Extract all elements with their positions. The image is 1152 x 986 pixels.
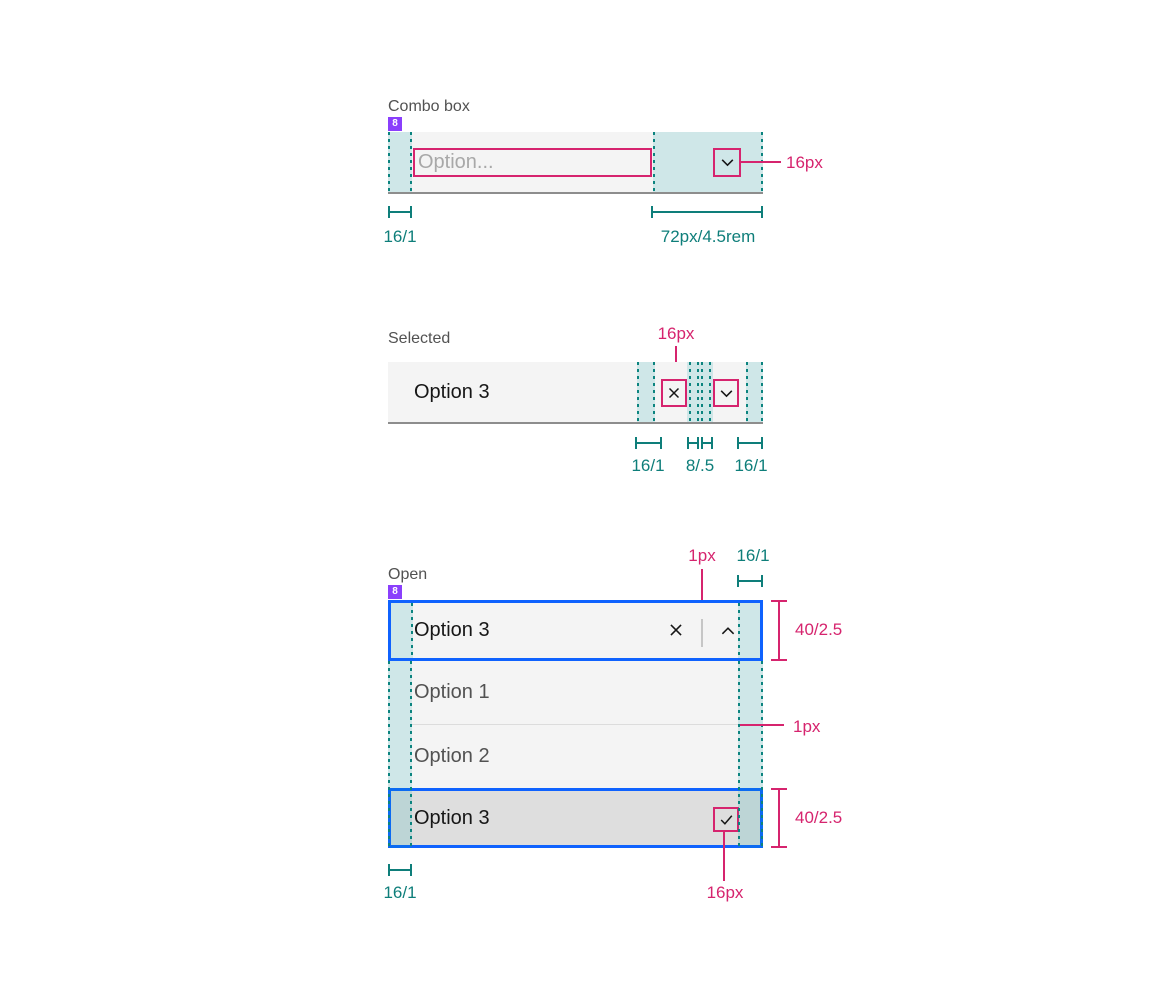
icon-size-annotation: 16px	[786, 153, 823, 172]
spacing-token-badge: 8	[388, 117, 402, 131]
spacing-annotation: 8/.5	[685, 456, 715, 475]
checkmark-measure-box	[713, 807, 739, 832]
spacing-annotation: 16/1	[736, 546, 770, 565]
dashed-guide	[653, 362, 655, 422]
measure-bracket	[687, 437, 699, 449]
spacing-annotation: 16/1	[383, 227, 417, 246]
dashed-guide	[388, 661, 390, 848]
menu-option-1[interactable]: Option 1	[388, 661, 763, 724]
open-field-value: Option 3	[414, 619, 490, 641]
measure-bracket	[651, 206, 763, 218]
chevron-measure-box	[713, 148, 741, 177]
row-height-annotation: 40/2.5	[795, 808, 843, 827]
measure-bracket	[388, 206, 412, 218]
chevron-down-icon[interactable]	[718, 385, 735, 402]
dashed-guide	[738, 603, 740, 658]
field-height-annotation: 40/2.5	[795, 620, 843, 639]
spacing-highlight	[637, 362, 655, 422]
annotation-pointer-line	[740, 724, 784, 726]
dashed-guide	[410, 132, 412, 192]
right-padding-highlight	[738, 603, 760, 658]
clear-measure-box	[661, 379, 687, 407]
spacing-highlight	[687, 362, 713, 422]
menu-divider-annotation: 1px	[793, 717, 821, 736]
combo-box-field-open[interactable]: Option 3	[388, 600, 763, 661]
dashed-guide	[689, 362, 691, 422]
measure-bracket	[701, 437, 713, 449]
divider-width-annotation: 1px	[688, 546, 716, 565]
icon-divider	[701, 619, 703, 647]
dashed-guide	[709, 362, 711, 422]
dashed-guide	[411, 603, 413, 658]
dropdown-menu: Option 1 Option 2 Option 3	[388, 661, 763, 848]
spacing-annotation: 16/1	[383, 883, 417, 902]
annotation-pointer-line	[723, 830, 725, 881]
spacing-highlight	[746, 362, 763, 422]
dashed-guide	[701, 362, 703, 422]
dashed-guide	[761, 661, 763, 848]
placeholder-measure-box: Option...	[413, 148, 652, 177]
measure-bracket	[388, 864, 412, 876]
chevron-measure-box	[713, 379, 739, 407]
dashed-guide	[746, 362, 748, 422]
menu-option-2[interactable]: Option 2	[388, 725, 763, 788]
close-icon[interactable]	[666, 385, 682, 401]
dashed-guide	[637, 362, 639, 422]
menu-option-3-selected[interactable]: Option 3	[388, 788, 763, 848]
height-measure-bracket	[771, 600, 787, 661]
spacing-annotation: 72px/4.5rem	[660, 227, 756, 246]
menu-option-label: Option 1	[414, 681, 490, 703]
menu-option-label: Option 3	[414, 807, 490, 829]
annotation-pointer-line	[701, 569, 703, 613]
close-icon[interactable]	[667, 621, 685, 639]
icon-size-annotation: 16px	[657, 324, 695, 343]
measure-bracket	[737, 437, 763, 449]
height-measure-bracket	[771, 788, 787, 848]
selected-value: Option 3	[414, 381, 490, 403]
measure-bracket	[737, 575, 763, 587]
right-padding-highlight	[738, 661, 763, 848]
chevron-down-icon[interactable]	[719, 154, 736, 171]
left-padding-highlight	[391, 603, 413, 658]
dashed-guide	[738, 661, 740, 848]
menu-option-label: Option 2	[414, 745, 490, 767]
left-padding-highlight	[388, 132, 412, 192]
dashed-guide	[388, 132, 390, 192]
dashed-guide	[761, 362, 763, 422]
measure-bracket	[635, 437, 662, 449]
dashed-guide	[653, 132, 655, 192]
menu-divider	[412, 724, 738, 725]
dashed-guide	[697, 362, 699, 422]
checkmark-icon	[718, 811, 735, 828]
spacing-annotation: 16/1	[734, 456, 768, 475]
annotation-pointer-line	[741, 161, 781, 163]
check-icon-size-annotation: 16px	[706, 883, 744, 902]
section-title-selected: Selected	[388, 330, 451, 347]
chevron-up-icon[interactable]	[719, 622, 737, 640]
combo-box-placeholder[interactable]: Option...	[418, 151, 494, 173]
spacing-annotation: 16/1	[631, 456, 665, 475]
section-title-combo-box: Combo box	[388, 98, 470, 115]
combo-box-field[interactable]: Option...	[388, 132, 763, 194]
section-title-open: Open	[388, 566, 428, 583]
combo-box-field-selected[interactable]: Option 3	[388, 362, 763, 424]
dashed-guide	[410, 661, 412, 848]
left-padding-highlight	[388, 661, 412, 848]
spacing-token-badge: 8	[388, 585, 402, 599]
